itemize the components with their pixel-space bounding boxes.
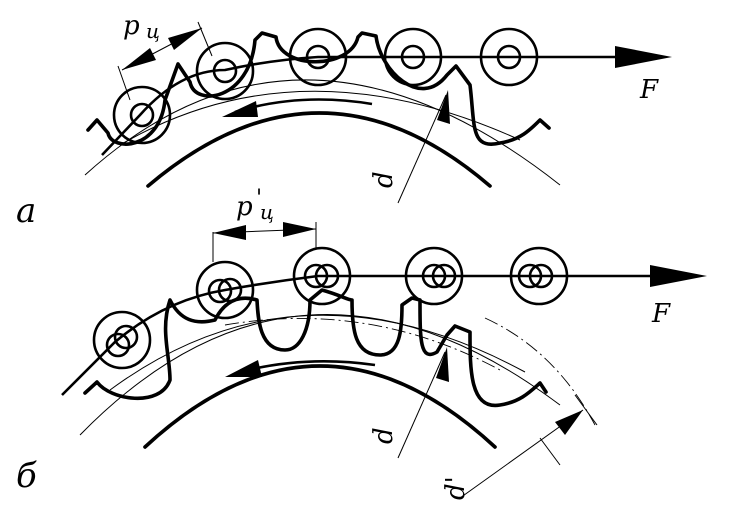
panel-label-b: б [16,456,37,496]
chain-roller [112,85,172,145]
sprocket-teeth-profile-a [86,31,551,146]
outer-circle-arc-b [484,317,596,426]
pitch-subscript-b: ц [260,200,274,224]
chain-roller [383,27,443,87]
sprocket-teeth-profile-b [83,288,548,408]
force-arrow-b [650,265,707,287]
chain-roller [479,27,539,87]
pitch-label-b: p [236,192,253,222]
sprocket-body-arc-b [143,364,497,449]
force-label-a: F [639,75,659,105]
root-circle-arc-b [109,314,526,391]
chain-roller [288,27,348,87]
pitch-circle-arc-b [79,314,561,436]
diameter-arrow-b [436,347,449,382]
chain-roller [195,260,255,320]
pitch-circle-arc-a [84,79,561,186]
diameter2-label-b: d' [441,476,471,500]
chain-roller [509,246,569,306]
rotation-arrowhead-b [225,360,262,377]
diameter-label-a: d [369,171,399,188]
chain-roller [292,246,352,306]
diameter2-extension2-b [574,394,598,426]
chain-roller [195,41,255,101]
diameter-arrow-a [437,90,450,124]
sprocket-body-arc-a [146,111,492,188]
figure-a: p ц d F а [16,11,672,231]
pitch-subscript-a: ц [146,19,160,43]
chain-roller [92,310,152,370]
diameter2-arrow-b [555,410,583,435]
chain-centerline-a [101,55,625,156]
diameter-leader-b [397,351,446,459]
pitch-prime-b: ' [256,186,262,211]
panel-label-a: а [16,191,36,231]
diameter-leader-a [397,94,447,204]
rotation-arrowhead-a [222,101,258,117]
chain-roller [404,246,464,306]
force-label-b: F [651,299,671,329]
force-arrow-a [615,46,672,68]
inner-dash-arc-b [224,317,501,371]
pitch-label-a: p [123,11,140,41]
pitch-dimension-b [212,222,317,262]
diameter2-extension-b [539,437,561,466]
diameter-label-b: d [369,427,399,444]
chain-centerline-b [61,274,660,396]
figure-b: p ' ц d d' F б [16,186,707,500]
pitch-dimension-a [117,21,213,101]
